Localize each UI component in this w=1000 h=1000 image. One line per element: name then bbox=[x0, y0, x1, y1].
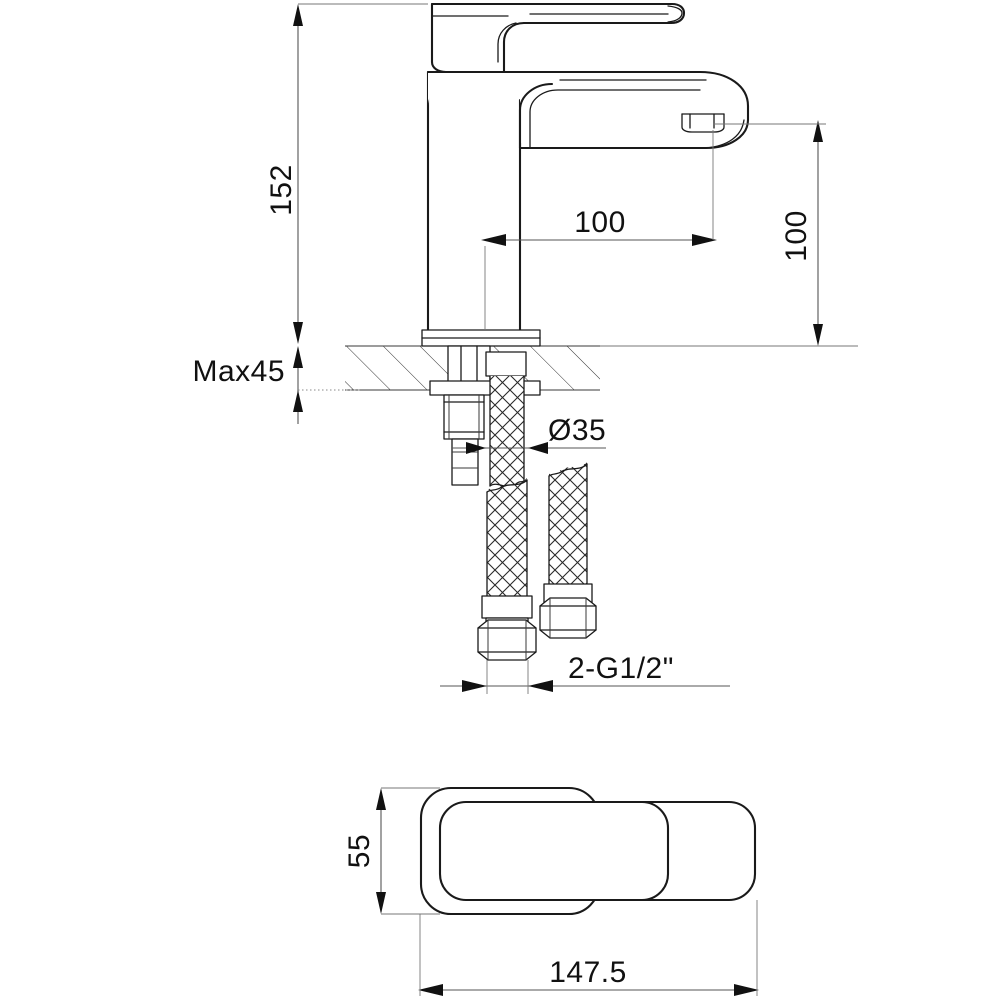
mounting-nut bbox=[443, 394, 485, 440]
dimension-supply-connection: 2-G1/2" bbox=[440, 652, 730, 694]
hose-stub bbox=[489, 375, 525, 488]
dimension-spout-reach: 100 bbox=[481, 130, 717, 330]
dimension-mounting-hole: Ø35 bbox=[452, 414, 606, 454]
dimension-label-147-5: 147.5 bbox=[549, 956, 627, 989]
faucet-body-elevation bbox=[421, 2, 750, 488]
dimension-plan-length: 147.5 bbox=[418, 900, 759, 996]
plan-handle-outline bbox=[438, 800, 670, 902]
dimension-label-100-vertical: 100 bbox=[780, 210, 813, 262]
countertop-section bbox=[345, 345, 858, 391]
dimension-label-supply: 2-G1/2" bbox=[568, 652, 674, 685]
dimension-label-diameter-35: Ø35 bbox=[548, 414, 606, 447]
dimension-label-100-horizontal: 100 bbox=[574, 206, 626, 239]
dimension-label-152: 152 bbox=[265, 164, 298, 216]
base-flange bbox=[421, 329, 541, 347]
dimension-max-deck-thickness: Max45 bbox=[192, 346, 360, 424]
dimension-overall-height: 152 bbox=[265, 3, 428, 344]
supply-hoses bbox=[477, 462, 597, 661]
elevation-view: 152 Max45 100 100 bbox=[192, 2, 858, 694]
dimension-spout-height: 100 bbox=[600, 120, 858, 347]
hose-left bbox=[477, 478, 537, 661]
hose-collar-upper bbox=[485, 351, 527, 377]
handle-lever bbox=[430, 2, 686, 74]
dimension-label-max45: Max45 bbox=[192, 355, 285, 388]
plan-view: 55 147.5 bbox=[343, 786, 759, 996]
dimension-plan-width: 55 bbox=[343, 787, 440, 915]
aerator bbox=[681, 113, 725, 133]
hose-right bbox=[539, 462, 597, 639]
dimension-label-55: 55 bbox=[343, 834, 376, 868]
